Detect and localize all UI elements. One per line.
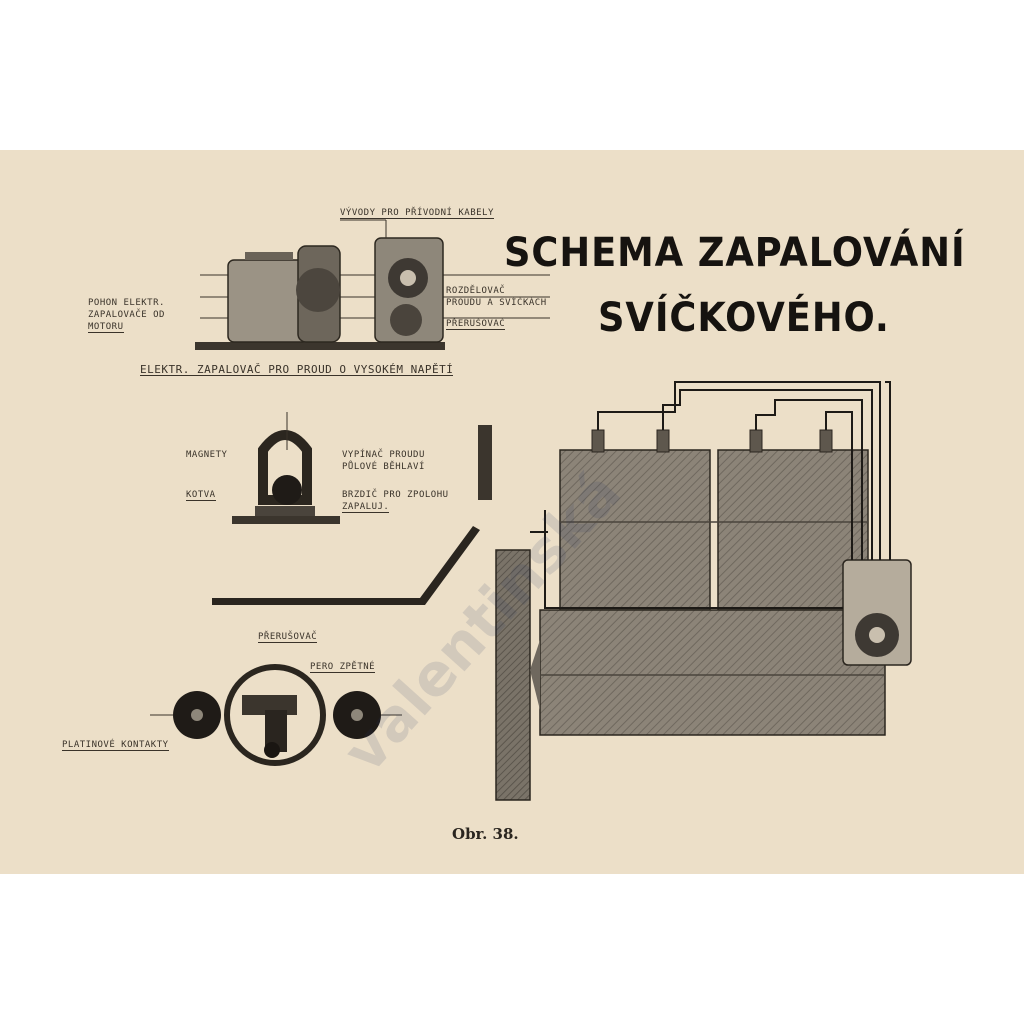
label-distributor-1: ROZDĚLOVAČ — [446, 286, 506, 296]
ignition-schematic — [150, 219, 912, 801]
figure-caption: Obr. 38. — [452, 825, 519, 843]
label-top-cables: VÝVODY PRO PŘÍVODNÍ KABELY — [340, 208, 494, 219]
label-breaker-top: PŘERUŠOVAČ — [446, 319, 506, 330]
label-spring: PERO ZPĚTNÉ — [310, 662, 376, 673]
breaker-sketch — [150, 664, 402, 766]
linkage-rod — [212, 526, 480, 605]
magneto-assembly — [195, 219, 550, 350]
label-switch-1: VYPÍNAČ PROUDU — [342, 450, 425, 460]
label-brake-2: ZAPALUJ. — [342, 502, 390, 513]
label-brake-1: BRZDIČ PRO ZPOLOHU — [342, 490, 449, 500]
diagram-sheet: valentinská SCHEMA ZAPALOVÁNÍ SVÍČKOVÉHO… — [0, 150, 1024, 874]
label-drive-left-1: POHON ELEKTR. — [88, 298, 165, 308]
page-title-line1: SCHEMA ZAPALOVÁNÍ — [504, 230, 966, 276]
label-drive-left-2: ZAPALOVAČE OD — [88, 310, 165, 320]
label-switch-2: PŮLOVÉ BĚHLAVÍ — [342, 462, 425, 472]
page-title-line2: SVÍČKOVÉHO. — [598, 295, 890, 341]
label-magnets: MAGNETY — [186, 450, 228, 460]
engine-block — [478, 381, 912, 801]
label-contacts: PLATINOVÉ KONTAKTY — [62, 740, 169, 751]
label-armature: KOTVA — [186, 490, 216, 501]
label-magneto-description: ELEKTR. ZAPALOVAČ PRO PROUD O VYSOKÉM NA… — [140, 363, 454, 376]
label-breaker: PŘERUŠOVAČ — [258, 632, 318, 643]
magnet-armature-sketch — [232, 412, 340, 524]
label-distributor-2: PROUDU A SVÍČKÁCH — [446, 298, 547, 308]
label-drive-left-3: MOTORU — [88, 322, 124, 333]
